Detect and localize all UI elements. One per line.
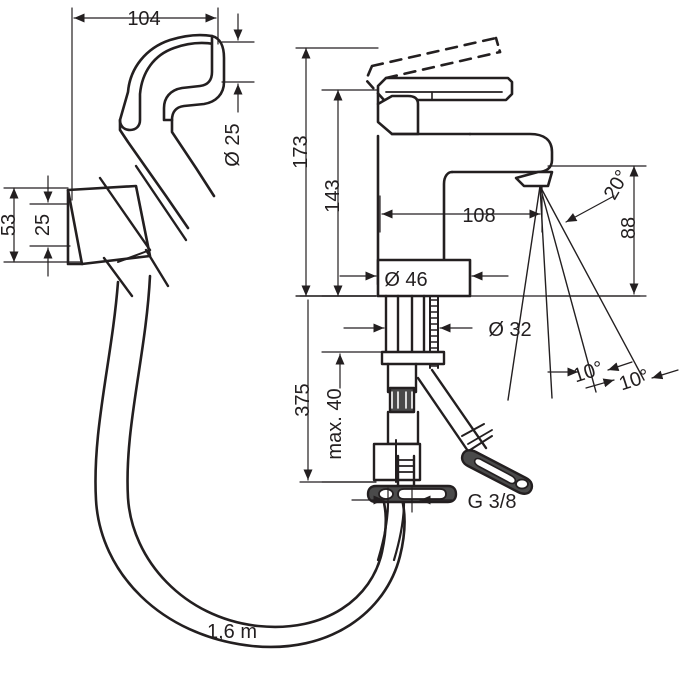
nut-body-lower (386, 410, 420, 446)
supply-stub-ribs (397, 459, 415, 473)
spout-inner-curve (442, 170, 454, 286)
dimline-10deg-b-right (651, 369, 679, 380)
eyelet-slot-branch (473, 457, 517, 485)
hose-connector-right (144, 248, 170, 288)
dimline-20deg (565, 195, 615, 223)
nut-knurl-lines (391, 391, 413, 409)
label-height-375: 375 (292, 383, 314, 416)
sprayer-head-face (162, 34, 226, 122)
label-projection-108: 108 (462, 205, 495, 227)
wall-bracket-backplate (66, 188, 84, 266)
label-angle-10-left: 10° (570, 357, 606, 387)
branch-hose-left-edge (416, 376, 472, 456)
label-height-88: 88 (618, 217, 640, 239)
mounting-washer (380, 350, 446, 366)
label-thread-g38: G 3/8 (468, 491, 517, 513)
sprayer-grip-right-edge (170, 118, 216, 198)
hose-connector-left (102, 256, 134, 298)
eyelet-hole-branch (515, 478, 529, 490)
lever-raised-bottom-dashed (384, 50, 502, 80)
dimline-10deg-a-right (607, 361, 633, 371)
branch-collar-rib (467, 429, 493, 445)
dimension-annotations (3, 7, 679, 513)
hose-outer-line (94, 280, 406, 649)
label-height-25: 25 (32, 214, 54, 236)
lever-hub (376, 94, 420, 136)
label-diameter-46: Ø 46 (384, 269, 427, 291)
label-height-173: 173 (290, 135, 312, 168)
body-top-right-profile (450, 132, 554, 174)
label-height-143: 143 (322, 179, 344, 212)
dimension-text-layer: 104 Ø 25 53 25 173 143 108 88 20° Ø 46 Ø… (0, 8, 652, 643)
sprayer-barrel-right (134, 164, 188, 242)
label-angle-10-right: 10° (616, 365, 652, 395)
wall-bracket-edge (135, 185, 151, 257)
sprayer-neck-line (118, 128, 130, 144)
hand-sprayer-assembly (66, 33, 406, 649)
jet-ray-3 (539, 185, 597, 393)
lever-raised-tip-dashed (494, 36, 502, 54)
label-diameter-32: Ø 32 (488, 319, 531, 341)
branch-hose-right-edge (430, 368, 488, 450)
label-hose-length: 1,6 m (207, 621, 257, 643)
dimline-10deg-b-left (585, 378, 615, 389)
eyelet-hole-left (378, 488, 394, 500)
lever-raised-top-dashed (370, 36, 498, 68)
supply-line-b (392, 500, 406, 562)
sprayer-grip-upper (118, 33, 216, 132)
sprayer-barrel-left (98, 176, 152, 252)
branch-hose-collar (461, 423, 493, 451)
hose-inner-line (126, 274, 388, 629)
lever-raised-back-dashed (364, 64, 386, 102)
jet-ray-4 (539, 185, 645, 381)
label-height-53: 53 (0, 214, 20, 236)
jet-ray-1 (507, 185, 541, 401)
spout-aerator (514, 170, 554, 188)
nut-knurl-block (388, 386, 416, 414)
label-max-40: max. 40 (324, 388, 346, 459)
label-length-104: 104 (127, 8, 160, 30)
label-angle-20: 20° (600, 166, 634, 203)
eyelet-slot-left (397, 488, 447, 500)
spray-jet-rays (507, 185, 645, 401)
label-diameter-25: Ø 25 (222, 123, 244, 166)
sprayer-barrel-bottom-edge (117, 249, 151, 263)
